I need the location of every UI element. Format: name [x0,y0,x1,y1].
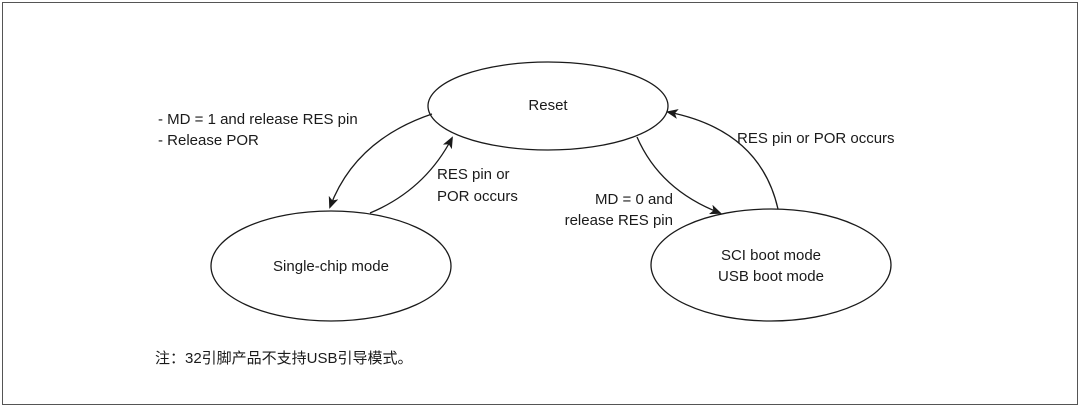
arrow-reset-to-single-chip [328,113,433,209]
arrow-boot-mode-to-reset [666,109,779,210]
single-to-reset-label-line1: RES pin or [437,166,510,183]
footnote: 注：32引脚产品不支持USB引导模式。 [155,350,413,367]
boot-mode-state-label-line2: USB boot mode [718,268,824,285]
boot-mode-state-label-line1: SCI boot mode [721,247,821,264]
reset-to-boot-label-line1: MD = 0 and [595,191,673,208]
reset-state [427,61,669,151]
reset-to-single-label-line2: - Release POR [158,132,259,149]
boot-mode-state [650,208,892,322]
arrow-single-chip-to-reset [369,136,453,214]
reset-state-label: Reset [528,97,568,114]
arrow-reset-to-boot-mode [636,136,722,215]
single-chip-state-label: Single-chip mode [273,258,389,275]
reset-to-single-label-line1: - MD = 1 and release RES pin [158,111,358,128]
boot-to-reset-label: RES pin or POR occurs [737,130,895,147]
single-to-reset-label-line2: POR occurs [437,188,518,205]
reset-to-boot-label-line2: release RES pin [565,212,673,229]
single-chip-state [210,210,452,322]
